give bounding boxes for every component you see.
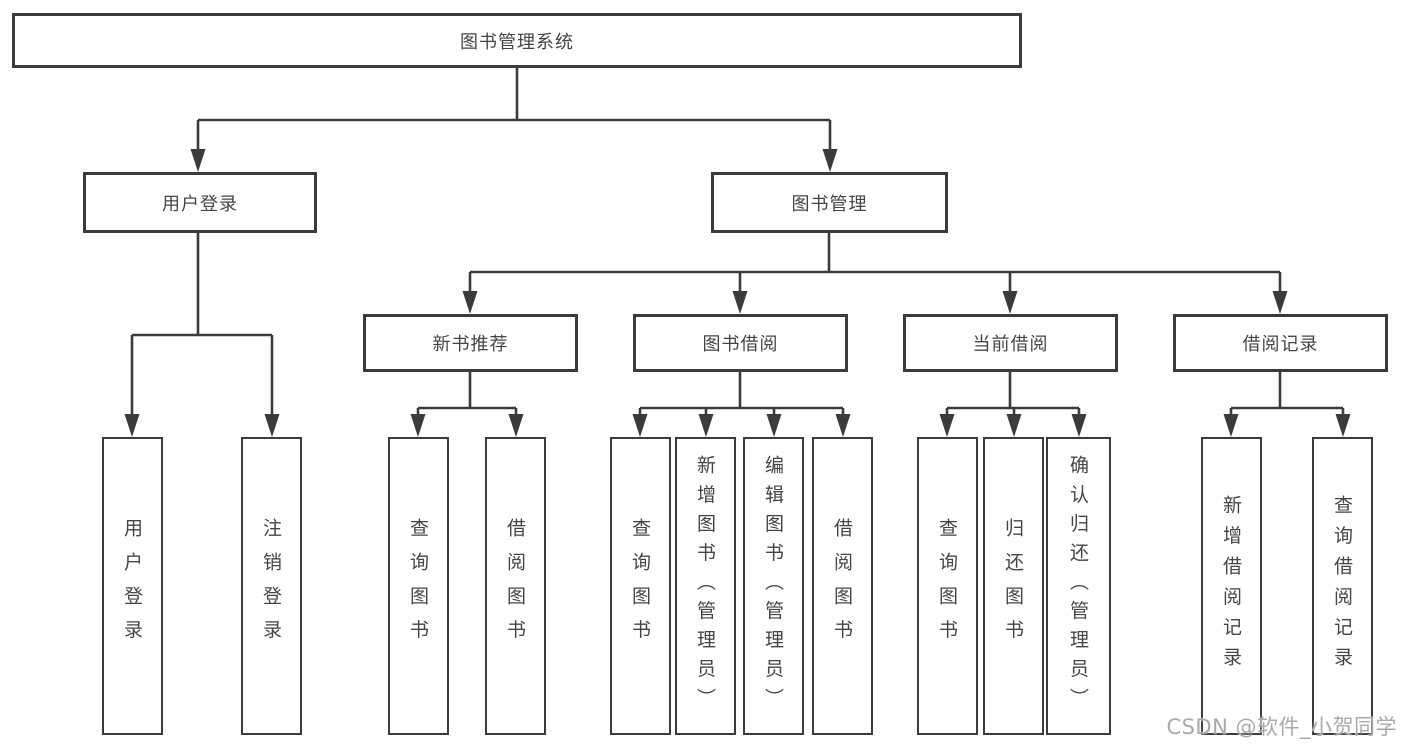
node-bb-add-books-admin: 新增图书（管理员） (675, 437, 736, 735)
node-bb-query-books: 查询图书 (610, 437, 671, 735)
node-user-login-branch: 用户登录 (83, 172, 317, 233)
node-br-query-record: 查询借阅记录 (1312, 437, 1373, 735)
node-book-management: 图书管理 (711, 172, 948, 233)
node-borrow-records: 借阅记录 (1173, 314, 1388, 372)
node-current-borrow: 当前借阅 (903, 314, 1118, 372)
node-user-login-leaf: 用户登录 (102, 437, 163, 735)
node-cb-return-books: 归还图书 (983, 437, 1044, 735)
node-nbr-borrow-books: 借阅图书 (485, 437, 546, 735)
node-book-borrow: 图书借阅 (633, 314, 848, 372)
node-nbr-query-books: 查询图书 (388, 437, 449, 735)
connector-borrow-records-to-children (1223, 372, 1351, 437)
connector-new-book-recommend-to-children (410, 372, 524, 437)
node-br-add-record: 新增借阅记录 (1201, 437, 1262, 735)
node-cb-confirm-return-admin: 确认归还（管理员） (1046, 437, 1111, 735)
csdn-watermark: CSDN @软件_小贺同学 (1166, 715, 1397, 739)
node-bb-borrow-books: 借阅图书 (812, 437, 873, 735)
node-new-book-recommend: 新书推荐 (363, 314, 578, 372)
connector-book-borrow-to-children (632, 372, 851, 437)
node-bb-edit-books-admin: 编辑图书（管理员） (743, 437, 804, 735)
connector-root-to-level1 (190, 68, 838, 172)
node-cb-query-books: 查询图书 (917, 437, 978, 735)
node-logout: 注销登录 (241, 437, 302, 735)
connector-current-borrow-to-children (939, 372, 1087, 437)
connector-book-management-to-level2 (462, 233, 1288, 314)
node-library-management-system: 图书管理系统 (12, 13, 1022, 68)
connector-user-login-to-children (124, 233, 280, 437)
